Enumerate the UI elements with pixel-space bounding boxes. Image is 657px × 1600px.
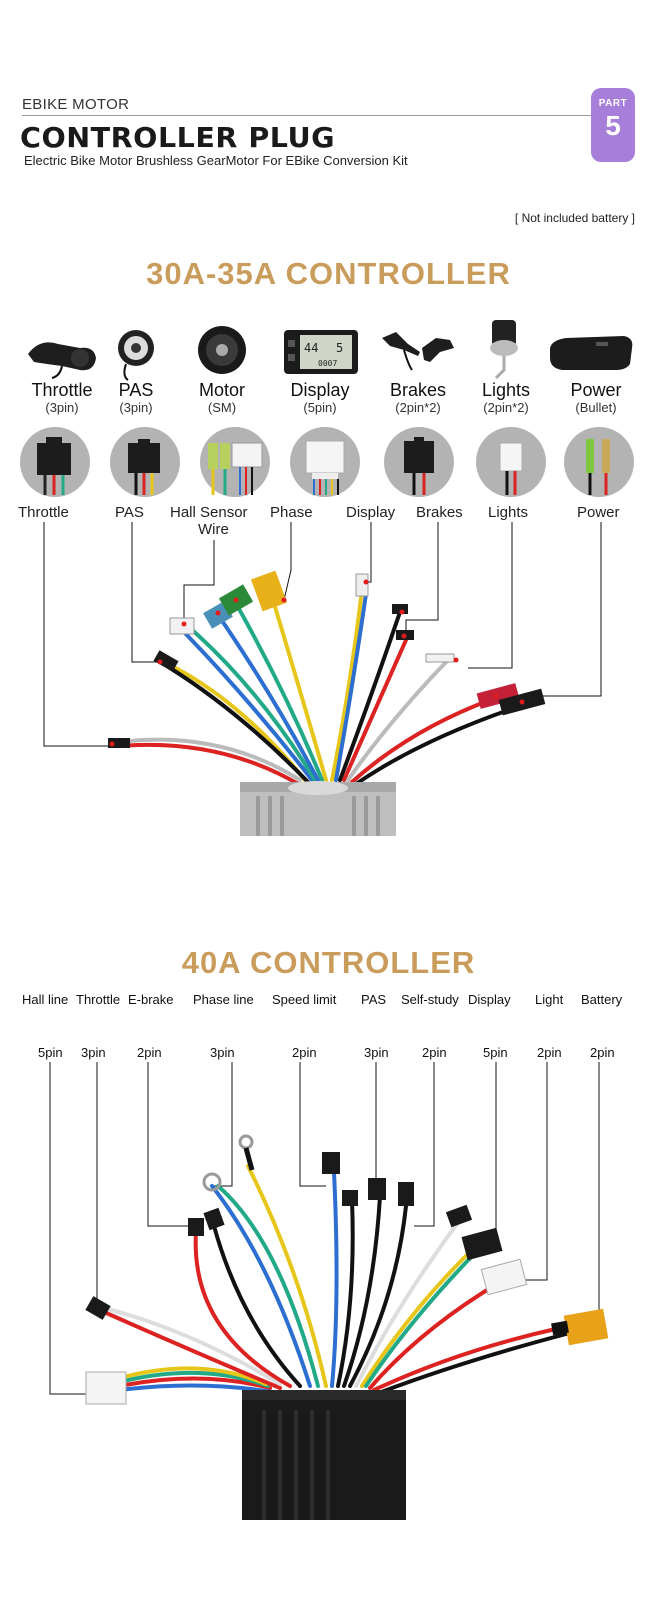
header-divider [22,115,592,116]
component-name: Lights [481,380,531,400]
part-badge-label: PART [598,98,628,109]
pas-plug-icon [110,427,180,497]
component-pins: (2pin*2) [483,400,529,415]
header-eyebrow: EBIKE MOTOR [22,96,130,113]
component-name: Power [570,380,622,400]
port-pins-throttle: 3pin [81,1045,106,1060]
wire-label-throttle: Throttle [18,504,69,521]
battery-note: [ Not included battery ] [514,211,635,225]
component-display: 44 5 0007 Display (5pin) [280,318,360,415]
wire-label-power: Power [577,504,620,521]
lcd-display-icon: 44 5 0007 [280,318,360,380]
port-label-e-brake: E-brake [128,992,174,1007]
wire-label-display: Display [346,504,396,521]
component-power: Power (Bullet) [550,318,636,415]
throttle-plug-icon [20,427,90,497]
port-label-light: Light [535,992,564,1007]
port-pins-hall-line: 5pin [38,1045,63,1060]
hall-plug-icon [200,427,270,497]
power-plug-icon [564,427,634,497]
component-pas: PAS (3pin) [96,318,176,415]
port-pins-self-study: 2pin [422,1045,447,1060]
component-name: Brakes [389,380,447,400]
lights-plug-icon [476,427,546,497]
wire-label-brakes: Brakes [416,504,463,521]
pas-sensor-icon [96,318,176,381]
port-label-phase-line: Phase line [193,992,254,1007]
section-title-40a: 40A CONTROLLER [181,945,476,980]
component-name: Display [290,380,350,400]
part-badge-number: 5 [605,110,621,141]
component-brakes: Brakes (2pin*2) [378,318,458,415]
component-motor: Motor (SM) [182,318,262,415]
battery-pack-icon [550,318,636,380]
headlight-icon [466,318,546,380]
port-label-display: Display [468,992,511,1007]
page-subtitle: Electric Bike Motor Brushless GearMotor … [24,153,408,168]
port-label-self-study: Self-study [401,992,459,1007]
port-label-throttle: Throttle [76,992,121,1007]
component-pins: (2pin*2) [395,400,441,415]
svg-text:44: 44 [304,341,318,355]
page-title: CONTROLLER PLUG [20,121,336,154]
hub-motor-icon [182,318,262,380]
port-pins-light: 2pin [537,1045,562,1060]
svg-text:5: 5 [336,341,343,355]
component-pins: (3pin) [119,400,153,415]
brake-levers-icon [378,318,458,380]
port-pins-e-brake: 2pin [137,1045,162,1060]
wire-label-phase: Phase [270,504,313,521]
wire-label-pas: PAS [115,504,144,521]
throttle-icon [22,318,102,380]
port-pins-display: 5pin [483,1045,508,1060]
port-pins-phase-line: 3pin [210,1045,235,1060]
port-pins-battery: 2pin [590,1045,615,1060]
component-pins: (SM) [207,400,237,415]
port-label-speed-limit: Speed limit [272,992,337,1007]
brakes-plug-icon [384,427,454,497]
component-name: Throttle [31,380,93,400]
section-title-30a: 30A-35A CONTROLLER [146,256,511,291]
part-badge: PART 5 [591,88,635,162]
component-pins: (5pin) [303,400,337,415]
component-pins: (Bullet) [575,400,617,415]
component-lights: Lights (2pin*2) [466,318,546,415]
component-name: PAS [118,380,154,400]
wire-label-hall-sensor: Hall Sensor [170,504,248,521]
port-pins-speed-limit: 2pin [292,1045,317,1060]
port-label-battery: Battery [581,992,623,1007]
svg-text:0007: 0007 [318,359,337,368]
component-pins: (3pin) [45,400,79,415]
component-name: Motor [198,380,245,400]
port-pins-pas: 3pin [364,1045,389,1060]
port-label-hall-line: Hall line [22,992,69,1007]
wire-label-hall-sensor-2: Wire [198,521,229,538]
wire-label-lights: Lights [488,504,529,521]
port-label-pas: PAS [361,992,387,1007]
display-plug-icon [290,427,360,497]
component-throttle: Throttle (3pin) [22,318,102,415]
